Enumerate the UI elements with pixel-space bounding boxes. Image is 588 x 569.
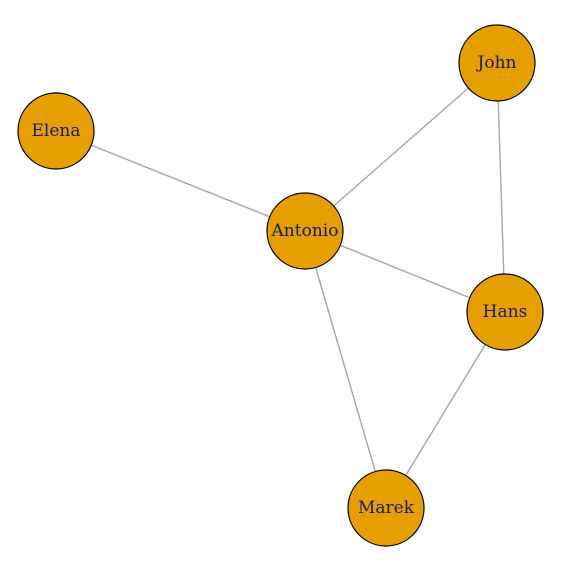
edge-elena-antonio — [55, 130, 306, 232]
node-circle-john — [458, 24, 536, 102]
node-circle-marek — [347, 469, 425, 547]
edge-antonio-marek — [304, 230, 387, 509]
node-marek: Marek — [347, 469, 425, 547]
node-john: John — [458, 24, 536, 102]
node-circle-hans — [466, 273, 544, 351]
node-circle-antonio — [266, 192, 344, 270]
node-label-hans: Hans — [483, 302, 528, 322]
node-circle-elena — [17, 92, 95, 170]
node-antonio: Antonio — [266, 192, 344, 270]
node-label-marek: Marek — [358, 498, 415, 518]
edge-john-antonio — [304, 62, 498, 232]
edges-layer — [55, 62, 506, 509]
edge-john-hans — [496, 62, 506, 313]
node-hans: Hans — [466, 273, 544, 351]
node-label-elena: Elena — [32, 121, 81, 141]
node-elena: Elena — [17, 92, 95, 170]
node-label-john: John — [476, 53, 517, 73]
node-label-antonio: Antonio — [271, 221, 339, 241]
